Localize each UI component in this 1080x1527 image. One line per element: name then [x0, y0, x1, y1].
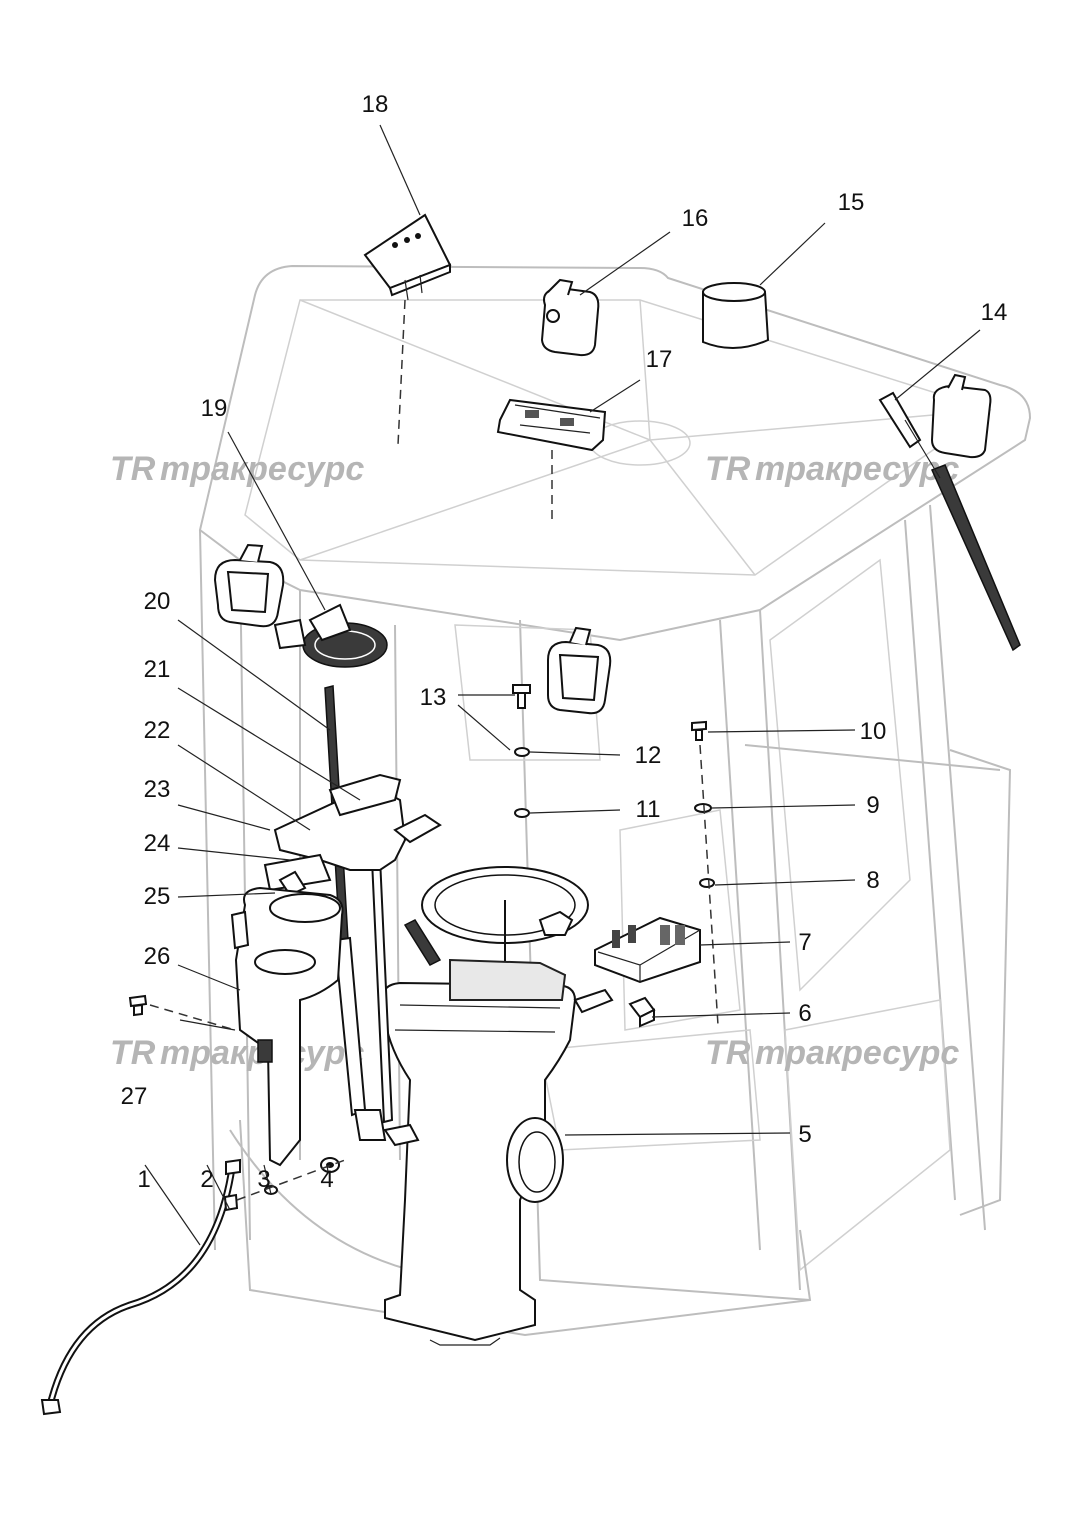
watermark-text: тракресурс [755, 450, 959, 488]
callout-17: 17 [646, 346, 673, 373]
callout-4: 4 [320, 1166, 333, 1193]
callout-19: 19 [201, 395, 228, 422]
callout-16: 16 [682, 205, 709, 232]
part-9-nut [694, 803, 712, 813]
part-left-work-light [213, 543, 285, 628]
callout-9: 9 [866, 792, 879, 819]
watermark-monogram: TR [110, 450, 156, 488]
part-steering-wheel [403, 866, 589, 980]
callout-23: 23 [144, 776, 171, 803]
watermark-monogram: TR [705, 450, 751, 488]
part-10-bolt [691, 720, 707, 741]
dash-stack [699, 744, 719, 1026]
callout-6: 6 [798, 1000, 811, 1027]
callout-15: 15 [838, 189, 865, 216]
watermark-text: тракресурс [755, 1034, 959, 1072]
part-12-washer [514, 747, 530, 757]
callout-24: 24 [144, 830, 171, 857]
part-14-wiper-and-light [878, 373, 1021, 652]
callout-8: 8 [866, 867, 879, 894]
callout-5: 5 [798, 1121, 811, 1148]
watermark-bottom-left: TR тракресурс [110, 1034, 364, 1072]
cab-outline [198, 264, 1032, 1337]
callout-13: 13 [420, 684, 447, 711]
part-11-washer [514, 808, 530, 818]
callout-3: 3 [257, 1166, 270, 1193]
callout-7: 7 [798, 929, 811, 956]
part-27-screw [128, 994, 148, 1017]
part-18-module [363, 213, 452, 301]
watermark-monogram: TR [110, 1034, 156, 1072]
callout-12: 12 [635, 742, 662, 769]
part-13-bolt [512, 684, 531, 709]
callout-21: 21 [144, 656, 171, 683]
callout-11: 11 [636, 796, 661, 823]
dash-18 [397, 299, 406, 446]
watermark-top-right: TR тракресурс [705, 450, 959, 488]
part-26-side-console [230, 886, 344, 1167]
callout-14: 14 [981, 299, 1008, 326]
parts [40, 213, 1021, 1416]
callout-labels: 1 2 3 4 5 6 7 8 9 10 11 12 13 14 15 16 1… [121, 91, 1008, 1193]
part-19-fan [273, 603, 388, 668]
leader-lines [144, 124, 981, 1246]
part-7-control-unit [594, 916, 701, 984]
dash-27 [149, 1004, 236, 1031]
callout-20: 20 [144, 588, 171, 615]
part-21-25-dash-assembly [263, 773, 442, 897]
part-6-relay [628, 996, 656, 1028]
watermark-top-left: TR тракресурс [110, 450, 364, 488]
part-1-hose [40, 1158, 241, 1416]
part-front-work-light [547, 626, 612, 715]
callout-22: 22 [144, 717, 171, 744]
part-17-console [496, 398, 607, 452]
watermark-bottom-right: TR тракресурс [705, 1034, 959, 1072]
callout-25: 25 [144, 883, 171, 910]
callout-27: 27 [121, 1083, 148, 1110]
watermark-text: тракресурс [160, 450, 364, 488]
part-16-work-light [540, 278, 600, 357]
part-4-bushing [320, 1157, 340, 1173]
part-8-washer [699, 878, 715, 888]
watermark-monogram: TR [705, 1034, 751, 1072]
callout-26: 26 [144, 943, 171, 970]
part-5-steering-column [383, 958, 614, 1346]
part-15-beacon [702, 282, 770, 350]
callout-10: 10 [860, 718, 887, 745]
callout-18: 18 [362, 91, 389, 118]
callout-1: 1 [137, 1166, 150, 1193]
callout-2: 2 [200, 1166, 213, 1193]
